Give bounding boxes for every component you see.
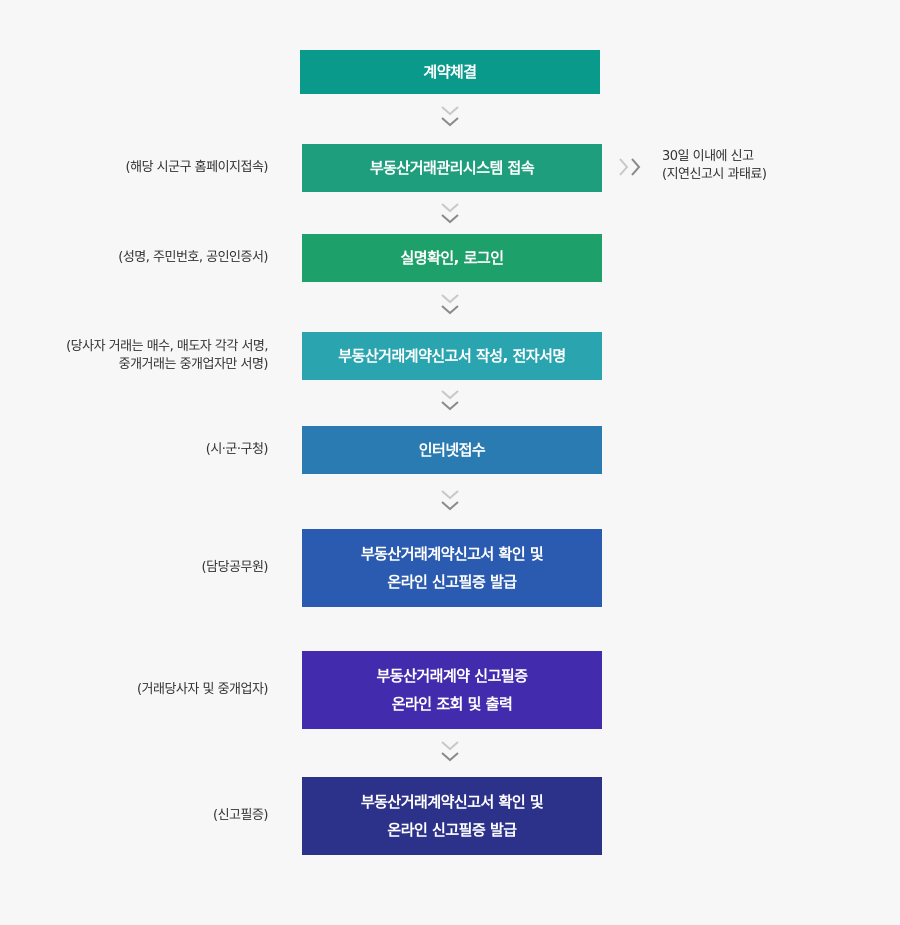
step-label-line1: 부동산거래계약 신고필증: [376, 667, 528, 685]
step-label: 인터넷접수: [418, 441, 486, 459]
chevron-down-icon: [441, 203, 459, 224]
deadline-note-line2: (지연신고시 과태료): [662, 167, 767, 182]
side-label-signature: (당사자 거래는 매수, 매도자 각각 서명, 중개거래는 중개업자만 서명): [66, 339, 268, 372]
step-box-login: 실명확인, 로그인: [302, 234, 602, 282]
chevron-down-icon: [441, 741, 459, 762]
side-label-homepage: (해당 시군구 홈페이지접속): [125, 160, 269, 175]
step-label-line2: 온라인 신고필증 발급: [387, 573, 517, 591]
side-label-certificate: (신고필증): [213, 808, 268, 823]
chevron-right-icon: [619, 158, 641, 176]
chevron-down-icon: [441, 390, 459, 411]
side-label-parties: (거래당사자 및 중개업자): [136, 682, 269, 697]
step-box-online-submit: 인터넷접수: [302, 426, 602, 474]
step-label: 실명확인, 로그인: [400, 249, 504, 267]
deadline-note-line1: 30일 이내에 신고: [662, 149, 754, 164]
step-label-line1: 부동산거래계약신고서 확인 및: [360, 545, 544, 563]
step-box-confirm-issue: 부동산거래계약신고서 확인 및 온라인 신고필증 발급: [302, 529, 602, 607]
step-box-final-issue: 부동산거래계약신고서 확인 및 온라인 신고필증 발급: [302, 777, 602, 855]
step-label: 계약체결: [423, 63, 477, 81]
step-label-line2: 온라인 신고필증 발급: [387, 821, 517, 839]
side-label-official: (담당공무원): [201, 560, 269, 575]
step-label-line2: 온라인 조회 및 출력: [391, 695, 513, 713]
step-box-lookup-print: 부동산거래계약 신고필증 온라인 조회 및 출력: [302, 651, 602, 729]
side-label-office: (시·군·구청): [205, 442, 269, 457]
deadline-note: 30일 이내에 신고 (지연신고시 과태료): [662, 148, 767, 184]
side-label-credentials: (성명, 주민번호, 공인인증서): [118, 250, 268, 265]
step-box-write-report: 부동산거래계약신고서 작성, 전자서명: [302, 332, 602, 380]
step-box-system-access: 부동산거래관리시스템 접속: [302, 144, 602, 192]
step-label: 부동산거래계약신고서 작성, 전자서명: [338, 347, 566, 365]
step-box-contract: 계약체결: [300, 50, 600, 94]
chevron-down-icon: [441, 106, 459, 127]
step-label-line1: 부동산거래계약신고서 확인 및: [360, 793, 544, 811]
chevron-down-icon: [441, 490, 459, 511]
step-label: 부동산거래관리시스템 접속: [369, 159, 535, 177]
chevron-down-icon: [441, 294, 459, 315]
